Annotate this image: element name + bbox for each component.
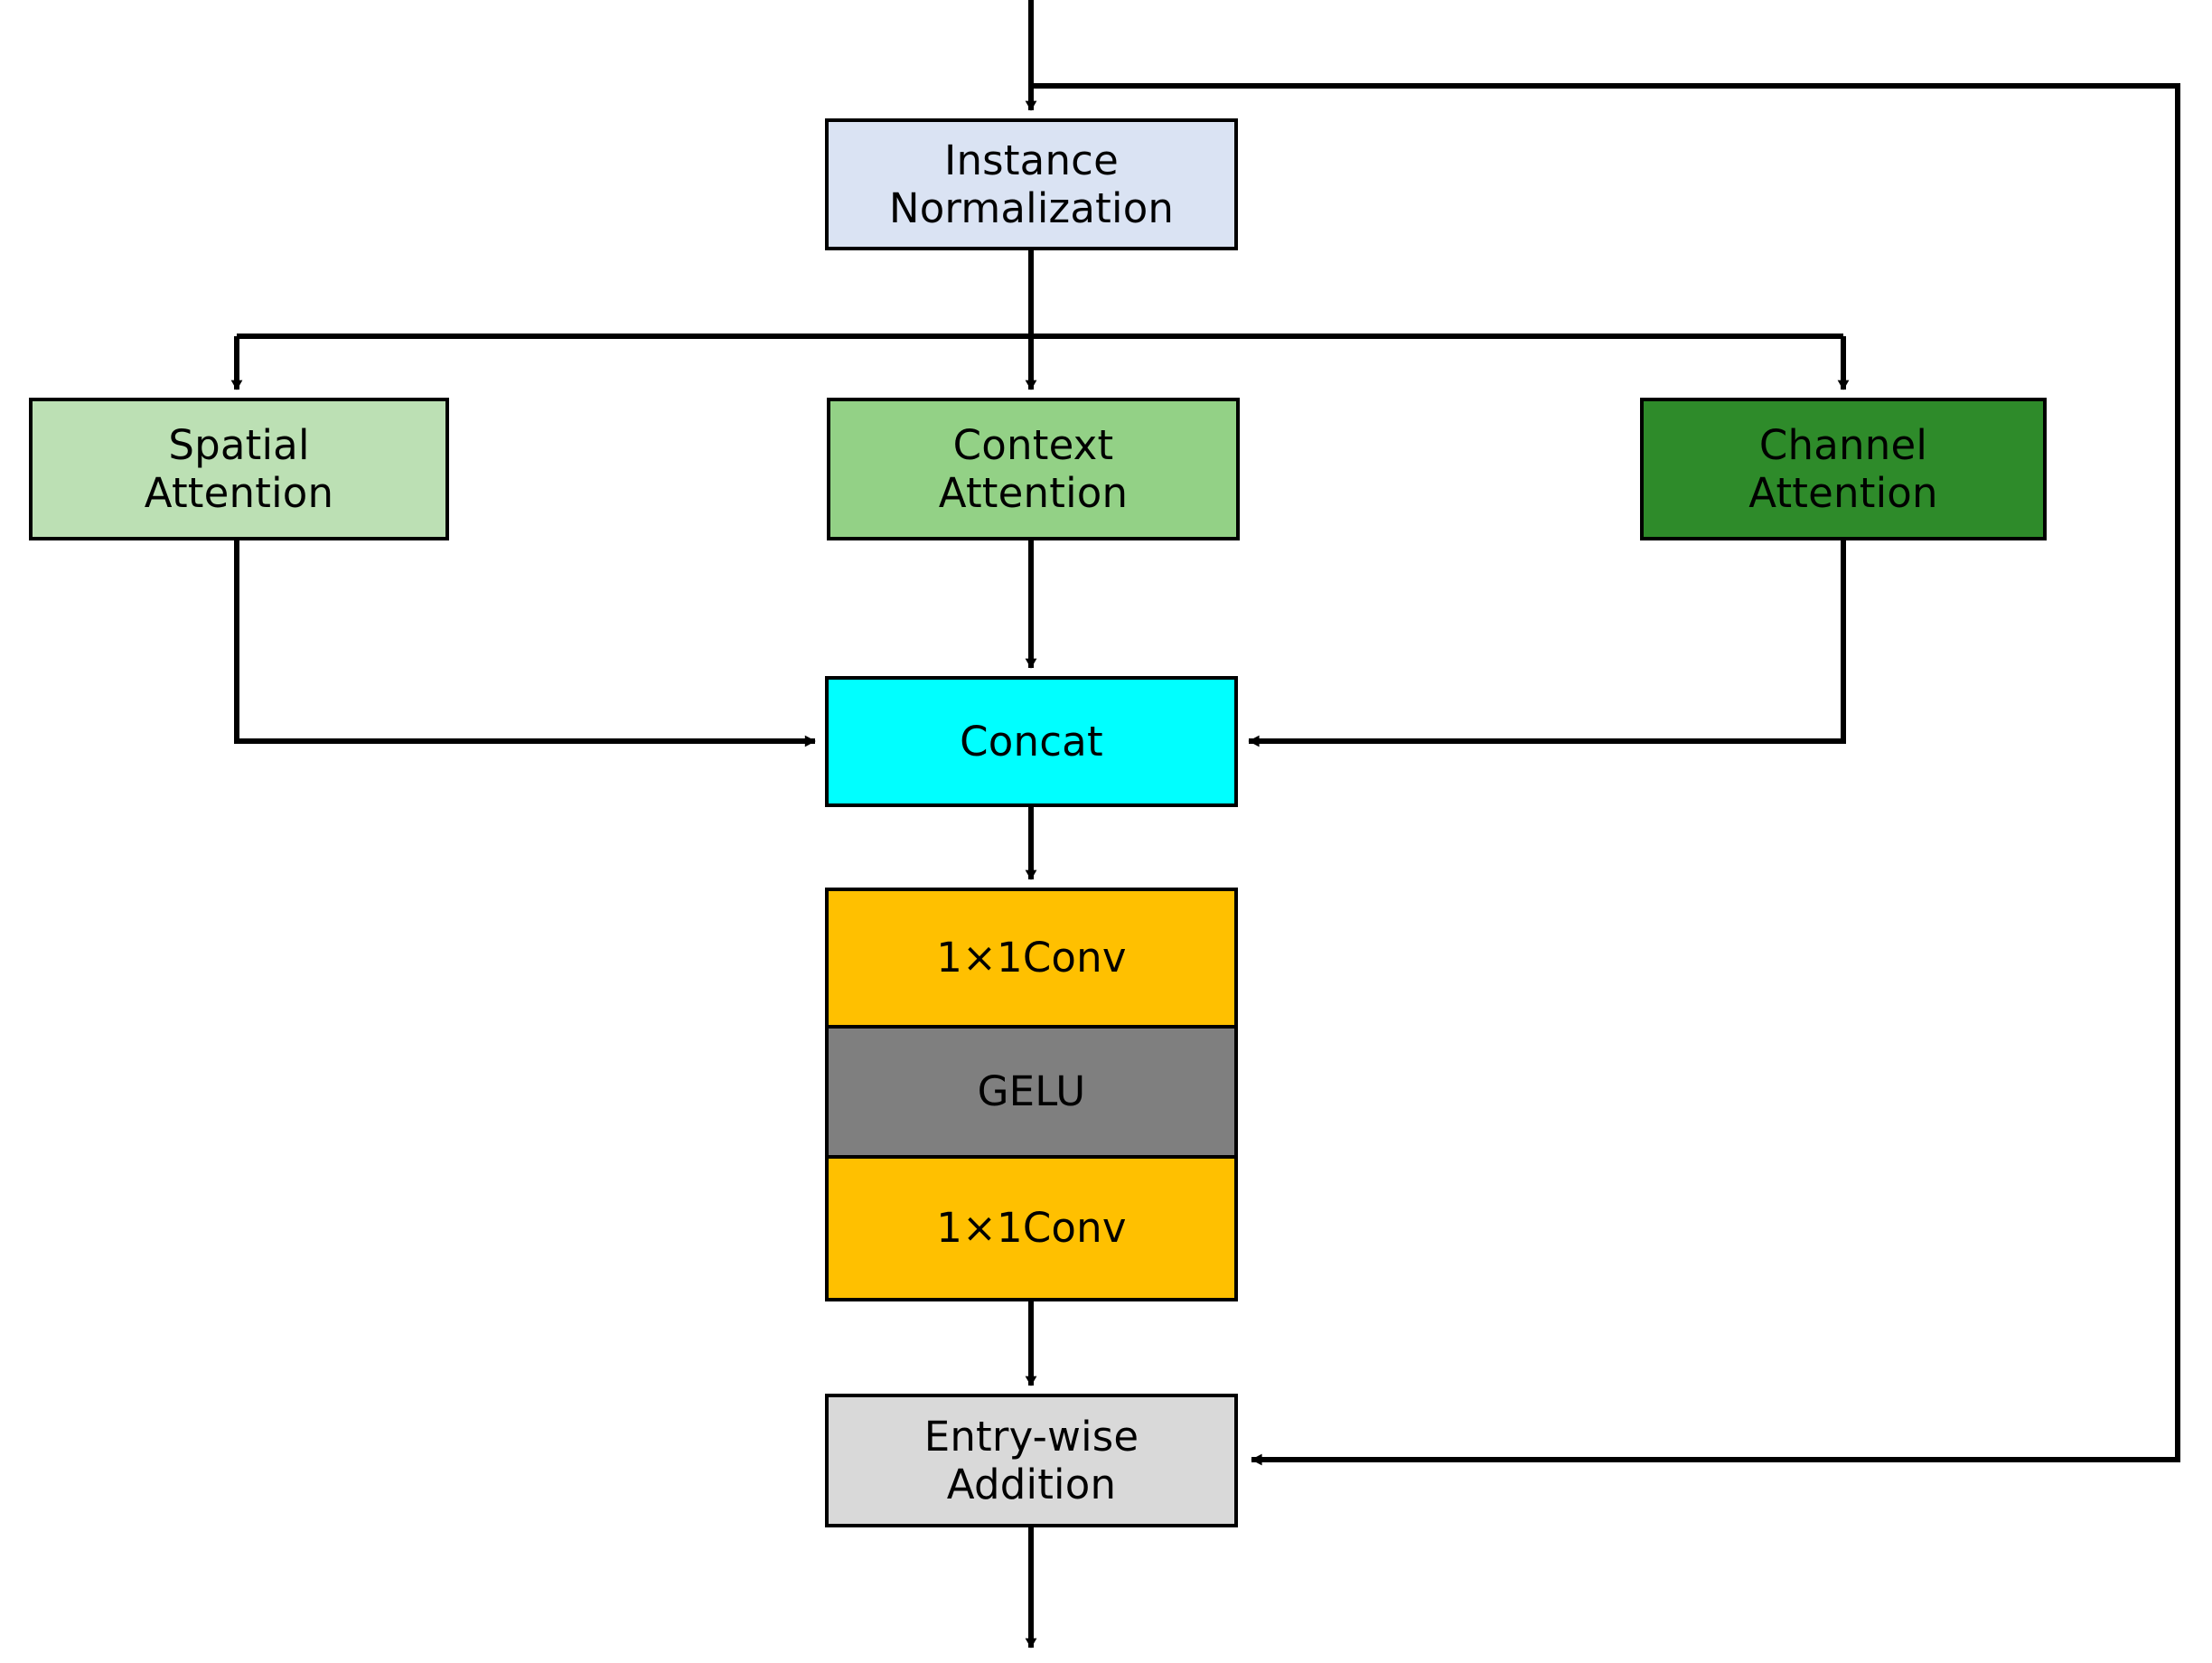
node-spatial-attention-label-line1: Spatial	[168, 420, 310, 469]
node-entrywise-addition-label-line1: Entry-wise	[923, 1412, 1139, 1461]
edge-channel-to-concat	[1248, 540, 1846, 747]
node-channel-attention-label-line2: Attention	[1748, 469, 1938, 517]
node-entrywise-addition[interactable]: Entry-wise Addition	[825, 1394, 1238, 1527]
node-conv-2[interactable]: 1×1Conv	[825, 1155, 1238, 1301]
node-instance-normalization-label-line1: Instance	[943, 136, 1119, 184]
node-conv-1-label: 1×1Conv	[936, 934, 1127, 982]
edge-spatial-to-concat	[234, 540, 816, 747]
node-instance-normalization-label-line2: Normalization	[888, 184, 1175, 232]
edge-residual-skip	[1031, 83, 2180, 1466]
node-concat[interactable]: Concat	[825, 676, 1238, 807]
node-context-attention-label-line1: Context	[952, 420, 1114, 469]
node-conv-1[interactable]: 1×1Conv	[825, 888, 1238, 1029]
node-concat-label: Concat	[960, 717, 1103, 766]
node-entrywise-addition-label-line2: Addition	[946, 1461, 1117, 1508]
node-instance-normalization[interactable]: Instance Normalization	[825, 118, 1238, 250]
node-channel-attention[interactable]: Channel Attention	[1640, 398, 2047, 540]
node-context-attention-label-line2: Attention	[938, 469, 1129, 517]
node-spatial-attention-label-line2: Attention	[144, 469, 334, 517]
node-context-attention[interactable]: Context Attention	[827, 398, 1240, 540]
node-conv-2-label: 1×1Conv	[936, 1204, 1127, 1253]
node-gelu-label: GELU	[977, 1067, 1086, 1116]
node-spatial-attention[interactable]: Spatial Attention	[29, 398, 449, 540]
node-channel-attention-label-line1: Channel	[1758, 420, 1928, 469]
node-gelu[interactable]: GELU	[825, 1025, 1238, 1159]
